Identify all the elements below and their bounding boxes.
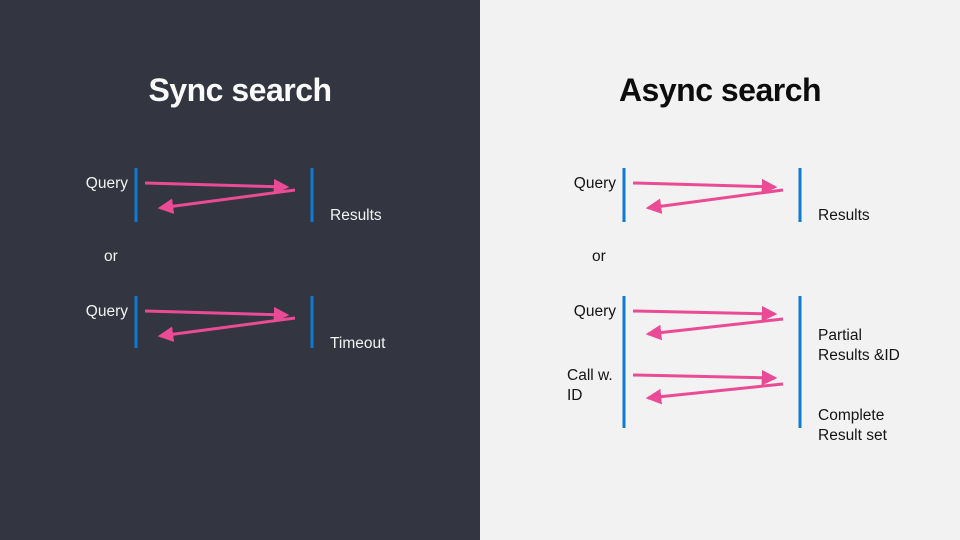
request-arrow-icon [144,178,290,195]
partial-results-label: Partial Results &ID [818,327,900,364]
or-label: or [104,248,118,265]
response-arrow-icon [645,382,784,405]
sync-search-panel: Sync search Query Results or Query Timeo… [0,0,480,540]
response-arrow-icon [645,317,784,341]
call-with-id-label: Call w. ID [567,367,613,404]
results-label: Results [818,207,870,224]
async-search-panel: Async search Query Results or Query Call [480,0,960,540]
results-label: Results [330,207,382,224]
response-arrow-icon [157,316,296,342]
query-label: Query [85,303,128,320]
async-search-title: Async search [618,72,822,108]
query-label: Query [85,175,128,192]
sync-diagram [134,168,314,348]
request-arrow-icon [632,305,778,322]
sync-search-title: Sync search [148,72,332,108]
or-label: or [592,248,606,265]
response-arrow-icon [645,188,784,214]
request-arrow-icon [632,369,778,386]
request-arrow-icon [632,178,778,195]
async-diagram [622,168,802,428]
request-arrow-icon [144,306,290,323]
query-label: Query [573,303,616,320]
timeout-label: Timeout [330,335,386,352]
query-label: Query [573,175,616,192]
response-arrow-icon [157,188,296,214]
complete-result-set-label: Complete Result set [818,407,887,444]
